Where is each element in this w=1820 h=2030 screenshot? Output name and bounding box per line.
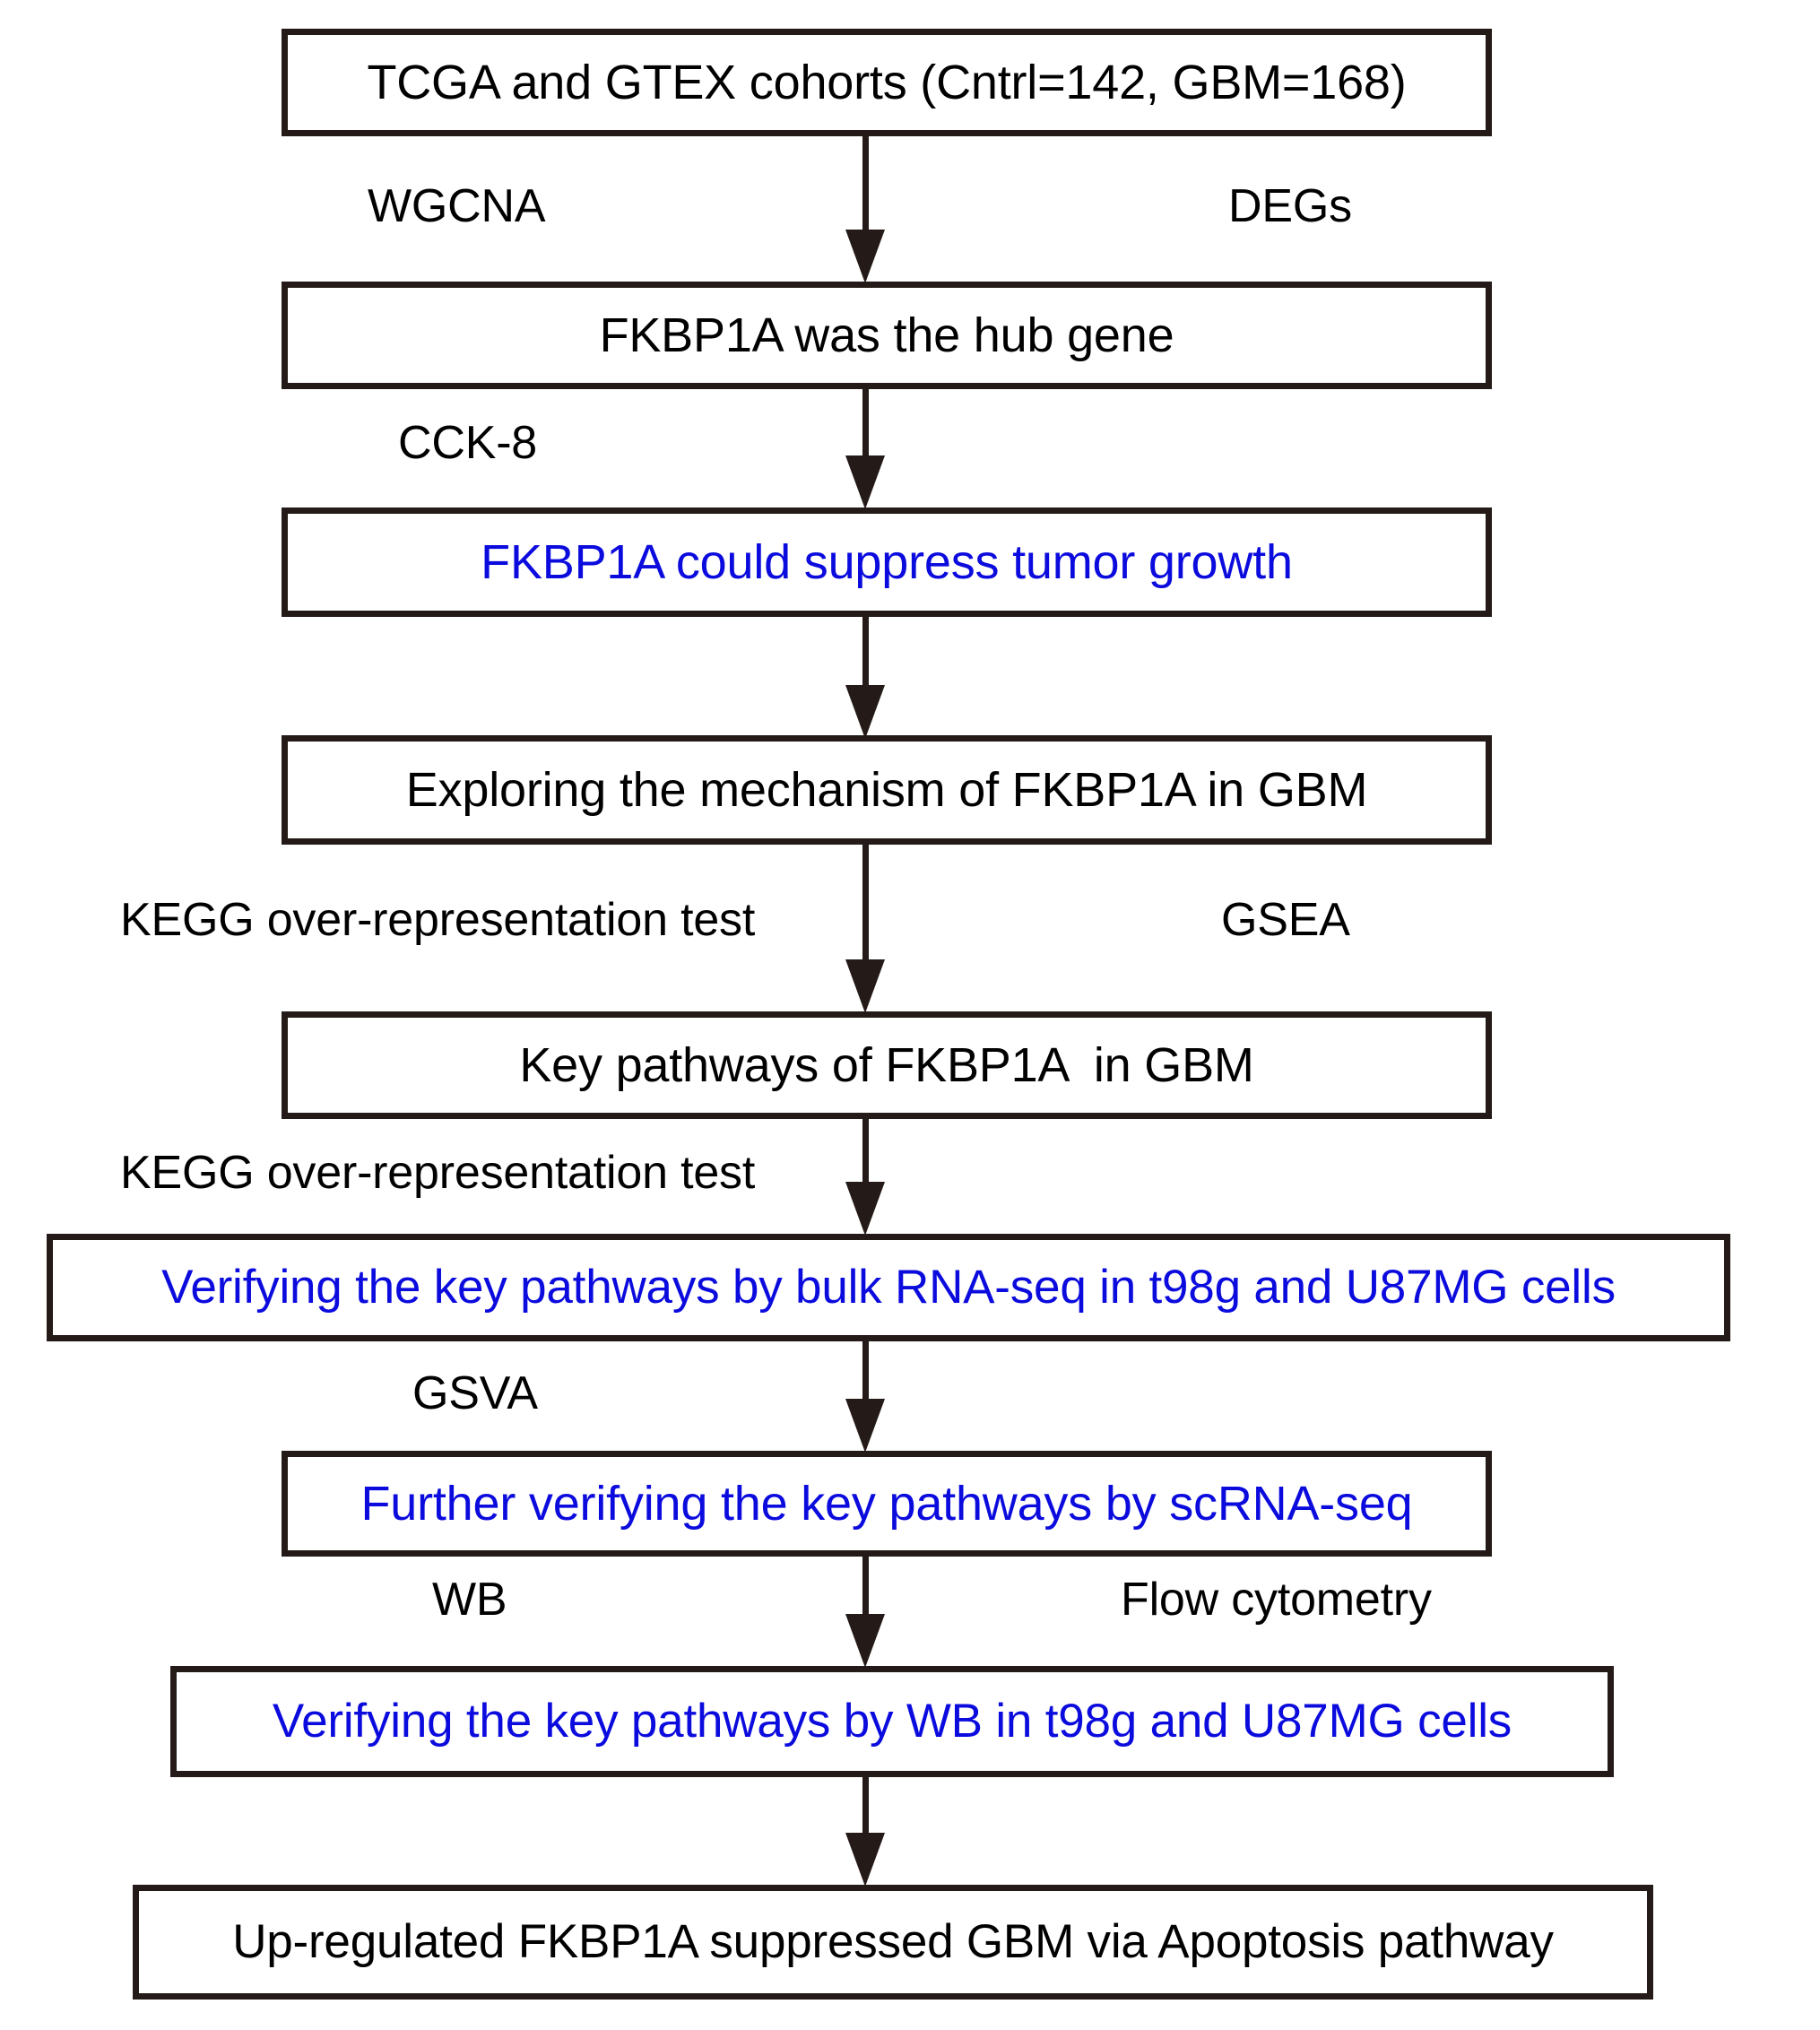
flow-node-verify-bulk-rnaseq: Verifying the key pathways by bulk RNA-s…	[47, 1234, 1730, 1341]
arrow-line-mechanism-to-keypathways	[862, 845, 869, 966]
flow-node-hub-gene: FKBP1A was the hub gene	[282, 282, 1492, 389]
edge-label-wb: WB	[432, 1574, 507, 1626]
arrow-line-scrnaseq-to-wb	[862, 1557, 869, 1619]
flow-node-conclusion-label: Up-regulated FKBP1A suppressed GBM via A…	[232, 1915, 1554, 1969]
arrow-head-mechanism-to-keypathways	[845, 959, 885, 1013]
flow-node-verify-wb-label: Verifying the key pathways by WB in t98g…	[272, 1695, 1512, 1748]
arrow-head-scrnaseq-to-wb	[845, 1614, 885, 1668]
arrow-head-hubgene-to-suppress	[845, 455, 885, 509]
arrow-line-cohorts-to-hubgene	[862, 136, 869, 235]
edge-label-wgcna: WGCNA	[368, 180, 546, 232]
edge-label-flow-cytometry: Flow cytometry	[1121, 1574, 1432, 1626]
arrow-head-keypathways-to-bulkrnaseq	[845, 1182, 885, 1236]
arrow-head-cohorts-to-hubgene	[845, 230, 885, 283]
flow-node-key-pathways: Key pathways of FKBP1A in GBM	[282, 1011, 1492, 1119]
arrow-line-hubgene-to-suppress	[862, 389, 869, 466]
flow-node-key-pathways-label: Key pathways of FKBP1A in GBM	[519, 1037, 1254, 1092]
flow-node-conclusion: Up-regulated FKBP1A suppressed GBM via A…	[133, 1885, 1653, 2000]
flow-node-verify-scrnaseq-label: Further verifying the key pathways by sc…	[360, 1476, 1413, 1531]
arrow-head-wb-to-conclusion	[845, 1833, 885, 1887]
flow-node-hub-gene-label: FKBP1A was the hub gene	[599, 308, 1174, 362]
flow-node-exploring-mechanism: Exploring the mechanism of FKBP1A in GBM	[282, 735, 1492, 845]
edge-label-cck8: CCK-8	[398, 417, 538, 469]
edge-label-degs: DEGs	[1228, 180, 1352, 232]
flow-node-exploring-mechanism-label: Exploring the mechanism of FKBP1A in GBM	[405, 762, 1368, 817]
flow-node-verify-bulk-rnaseq-label: Verifying the key pathways by bulk RNA-s…	[161, 1261, 1616, 1314]
edge-label-kegg-over-representation-test-1: KEGG over-representation test	[120, 894, 756, 946]
flow-node-cohorts: TCGA and GTEX cohorts (Cntrl=142, GBM=16…	[282, 29, 1492, 136]
edge-label-kegg-over-representation-test-2: KEGG over-representation test	[120, 1147, 756, 1199]
edge-label-gsea: GSEA	[1221, 894, 1350, 946]
arrow-line-keypathways-to-bulkrnaseq	[862, 1119, 869, 1185]
flow-node-verify-wb: Verifying the key pathways by WB in t98g…	[170, 1666, 1614, 1777]
arrow-head-suppress-to-mechanism	[845, 685, 885, 739]
flow-node-cohorts-label: TCGA and GTEX cohorts (Cntrl=142, GBM=16…	[367, 55, 1407, 109]
flow-node-suppress-tumor-growth: FKBP1A could suppress tumor growth	[282, 508, 1492, 617]
arrow-line-bulkrnaseq-to-scrnaseq	[862, 1341, 869, 1406]
flow-node-verify-scrnaseq: Further verifying the key pathways by sc…	[282, 1451, 1492, 1557]
flow-node-suppress-tumor-growth-label: FKBP1A could suppress tumor growth	[481, 534, 1293, 589]
edge-label-gsva: GSVA	[412, 1367, 538, 1419]
arrow-head-bulkrnaseq-to-scrnaseq	[845, 1399, 885, 1453]
arrow-line-wb-to-conclusion	[862, 1777, 869, 1840]
arrow-line-suppress-to-mechanism	[862, 617, 869, 692]
